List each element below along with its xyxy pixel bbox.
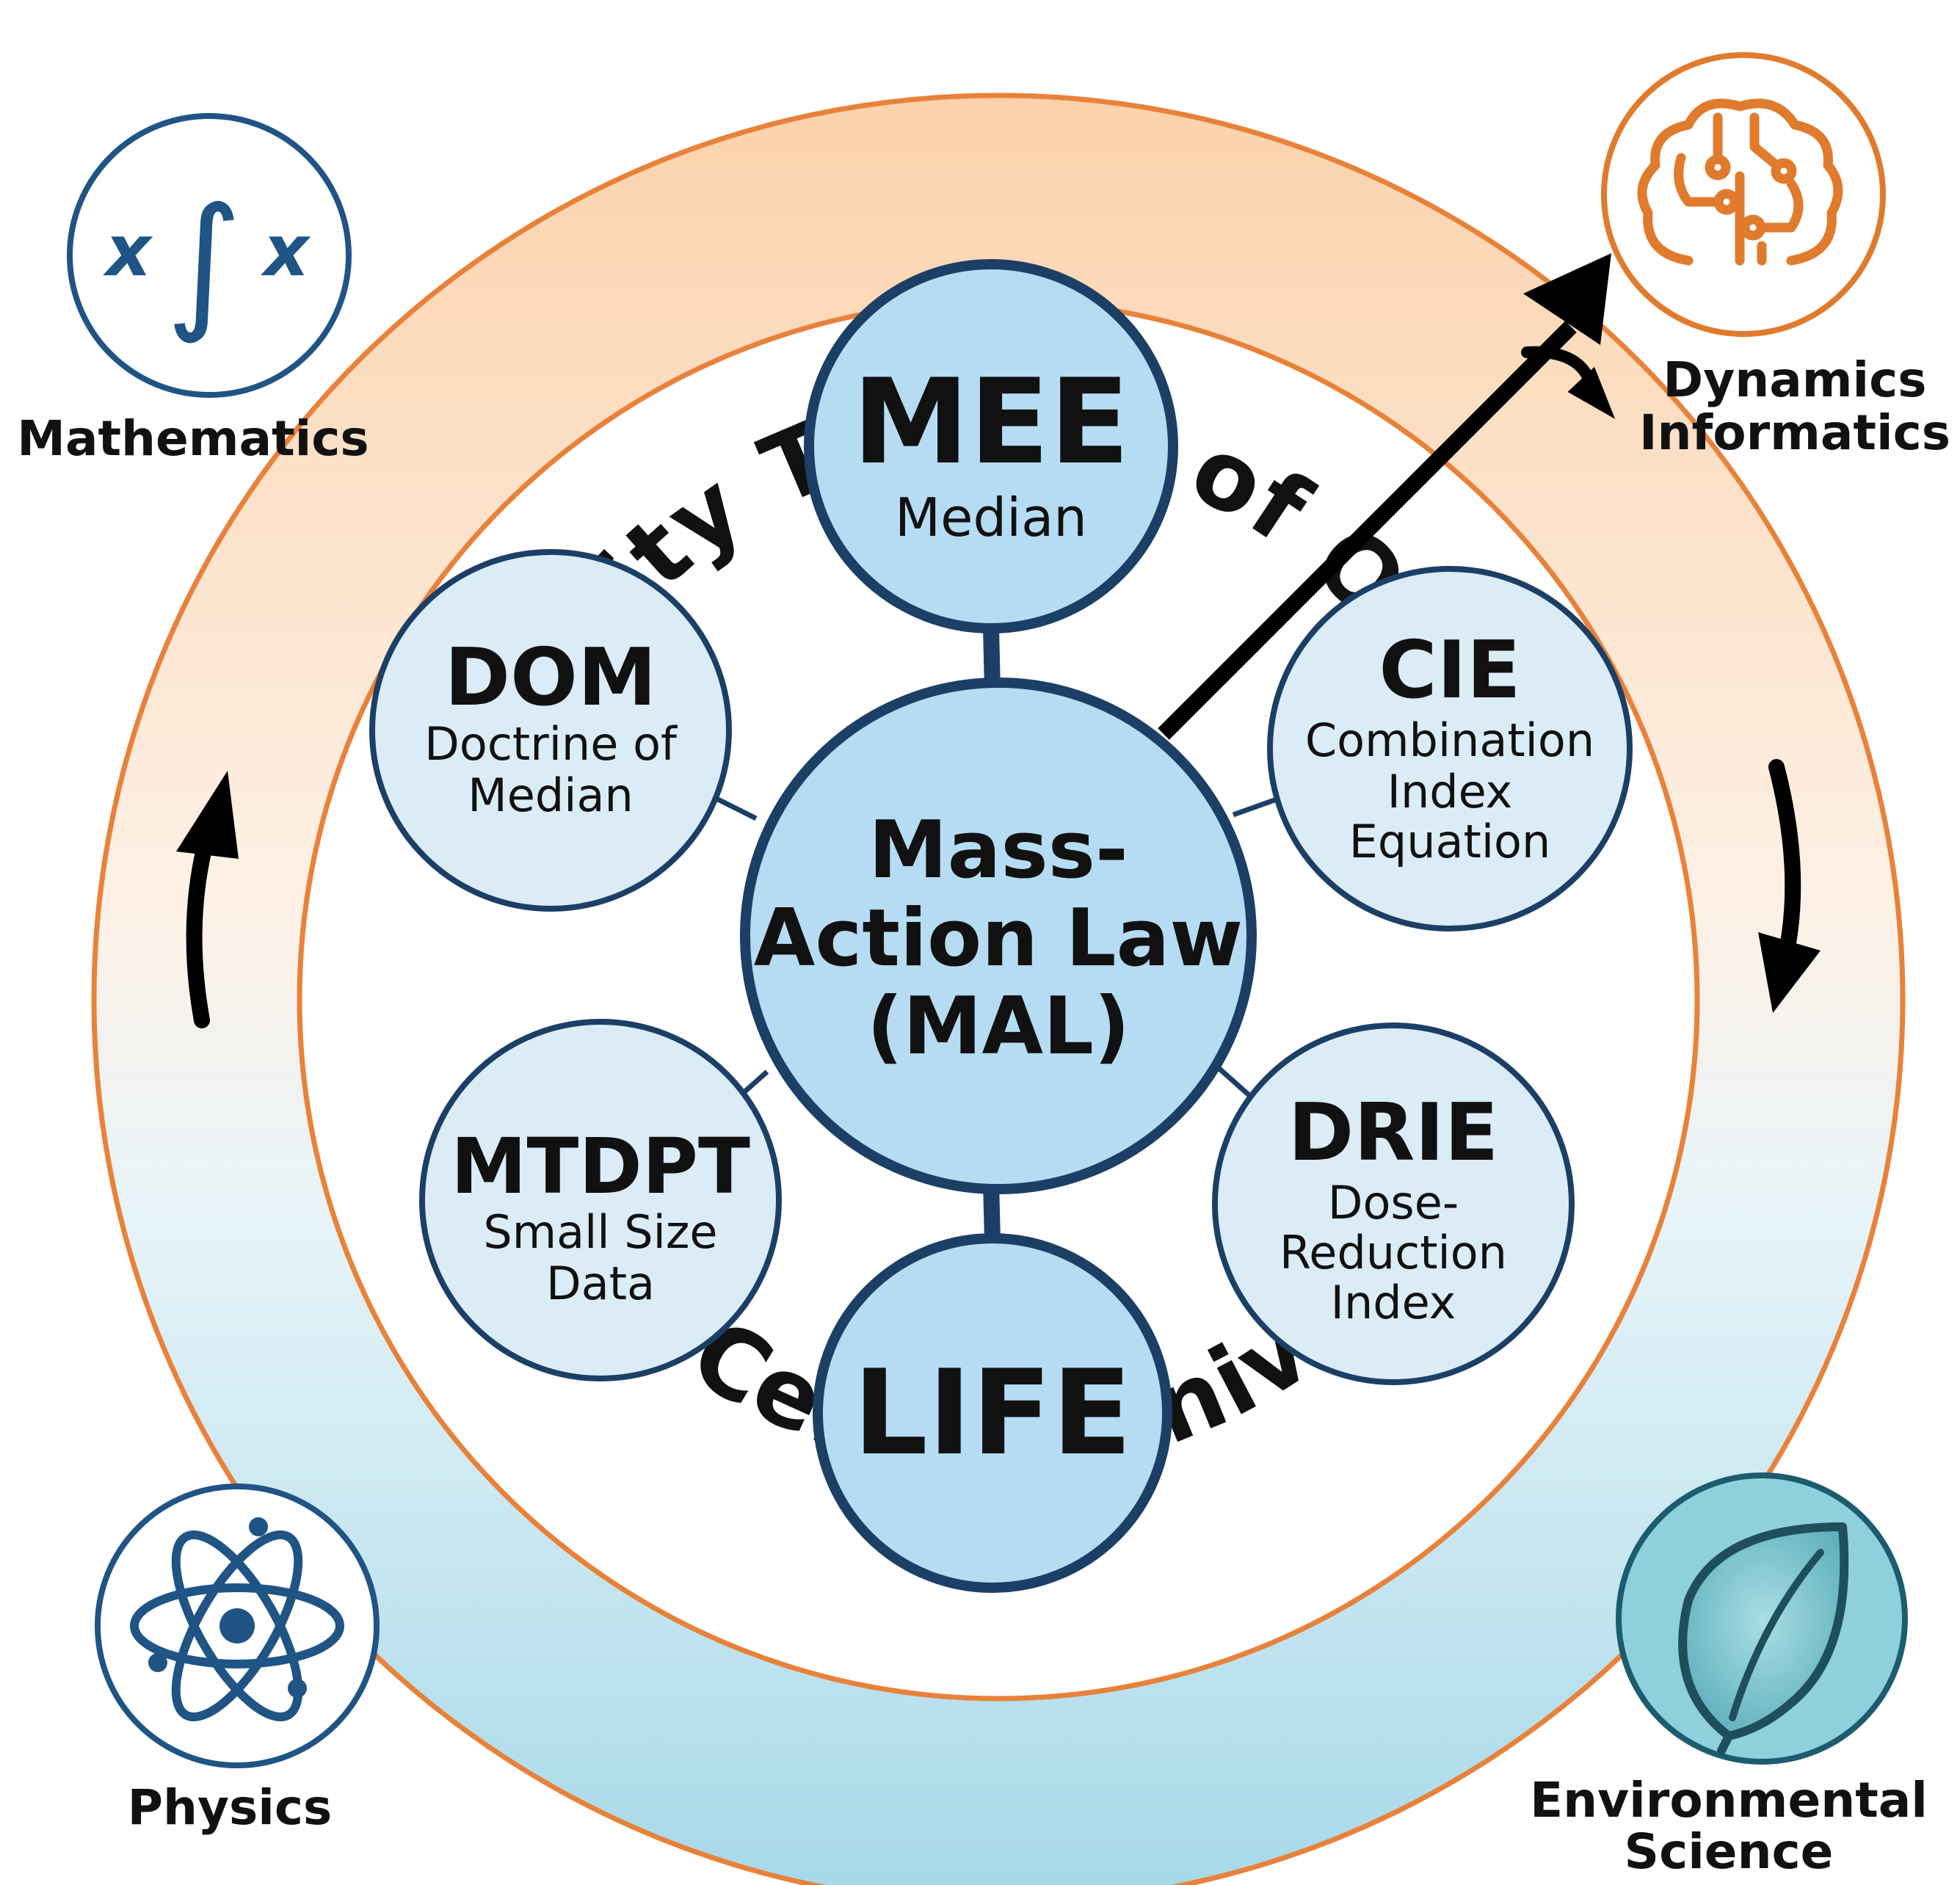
- node-cie-sub1: Combination: [1305, 713, 1594, 767]
- node-cie-sub2: Index: [1387, 765, 1513, 818]
- node-dom: DOM Doctrine of Median: [369, 549, 732, 912]
- cycle-arrow-left-head: [176, 771, 239, 859]
- center-line1: Mass-: [868, 805, 1128, 896]
- node-mtdpt: MTDPT Small Size Data: [419, 1019, 782, 1381]
- arrow-to-dynamics: [1158, 321, 1577, 740]
- node-dom-sub2: Median: [468, 769, 634, 822]
- cycle-arrow-right-head: [1758, 932, 1821, 1013]
- node-dom-sub1: Doctrine of: [424, 717, 678, 771]
- mathematics-label: Mathematics: [17, 410, 369, 467]
- atom-icon: [130, 1530, 344, 1721]
- math-glyph-integral: ∫: [166, 176, 242, 347]
- math-glyph-right: x: [261, 210, 311, 292]
- cycle-arrow-right: [1768, 759, 1801, 955]
- dynamics-label1: Dynamics: [1663, 352, 1926, 408]
- node-mtdpt-sub2: Data: [546, 1257, 655, 1310]
- node-life: LIFE: [813, 1233, 1172, 1593]
- node-mee-sub1: Median: [895, 487, 1087, 548]
- arrow-to-dynamics-head: [1523, 253, 1611, 345]
- node-cie-title: CIE: [1379, 625, 1520, 716]
- node-drie: DRIE Dose- Reduction Index: [1212, 1023, 1575, 1385]
- math-glyph-left: x: [103, 210, 153, 292]
- node-drie-sub2: Reduction: [1280, 1226, 1507, 1279]
- node-mee: MEE Median: [804, 259, 1178, 633]
- node-cie-sub3: Equation: [1349, 815, 1551, 868]
- environmental-label2: Science: [1625, 1823, 1834, 1880]
- atom-electron-2: [288, 1679, 307, 1698]
- atom-electron-1: [249, 1517, 268, 1536]
- physics-label: Physics: [128, 1779, 333, 1836]
- environmental-label1: Environmental: [1530, 1772, 1928, 1828]
- outer-ring-outer-edge: [91, 92, 1906, 1885]
- node-life-title: LIFE: [853, 1344, 1132, 1481]
- node-mee-title: MEE: [852, 353, 1130, 490]
- node-drie-sub3: Index: [1331, 1276, 1456, 1329]
- node-drie-title: DRIE: [1288, 1087, 1499, 1179]
- node-dom-title: DOM: [445, 632, 657, 724]
- node-cie: CIE Combination Index Equation: [1267, 566, 1633, 931]
- corner-mathematics: x ∫ x Mathematics: [17, 113, 369, 467]
- corner-dynamics: Dynamics Informatics: [1601, 52, 1950, 461]
- center-line3: (MAL): [867, 981, 1130, 1072]
- corner-environmental: Environmental Science: [1530, 1472, 1928, 1880]
- node-drie-sub1: Dose-: [1328, 1176, 1459, 1230]
- node-mtdpt-title: MTDPT: [451, 1122, 750, 1211]
- center-node: Mass- Action Law (MAL): [740, 678, 1257, 1194]
- leaf-icon: [1678, 1522, 1849, 1755]
- corner-physics: Physics: [95, 1483, 380, 1836]
- integral-icon: [67, 113, 352, 398]
- center-line2: Action Law: [754, 893, 1243, 984]
- arrow-branch-head: [1567, 366, 1616, 419]
- node-mtdpt-sub1: Small Size: [483, 1205, 717, 1259]
- connector-drie: [1216, 1066, 1254, 1100]
- atom-electron-3: [148, 1653, 167, 1672]
- atom-nucleus: [219, 1608, 255, 1644]
- brain-circuit-icon: [1637, 98, 1843, 266]
- dynamics-label2: Informatics: [1639, 404, 1950, 461]
